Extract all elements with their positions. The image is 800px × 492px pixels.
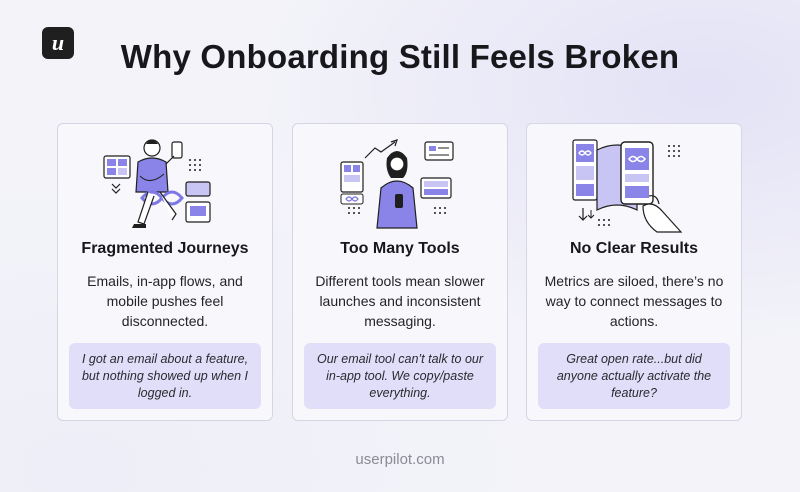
card-title: Fragmented Journeys: [81, 240, 249, 257]
card-description: Emails, in-app flows, and mobile pushes …: [87, 273, 243, 329]
card-title: Too Many Tools: [340, 240, 460, 257]
card-fragmented-journeys: Fragmented Journeys Emails, in-app flows…: [57, 123, 273, 421]
card-no-clear-results: No Clear Results Metrics are siloed, the…: [526, 123, 742, 421]
logo-letter: u: [51, 30, 65, 55]
page-title: Why Onboarding Still Feels Broken: [120, 38, 680, 75]
person-with-phone-and-screens-illustration: [103, 139, 211, 228]
hand-holding-phone-metrics-illustration: [572, 139, 683, 233]
userpilot-logo: u: [42, 27, 74, 59]
card-description: Metrics are siloed, there’s no way to co…: [544, 273, 724, 329]
person-using-many-tools-illustration: [340, 139, 454, 229]
card-quote: Our email tool can’t talk to our in-app …: [304, 343, 496, 409]
card-description: Different tools mean slower launches and…: [315, 273, 485, 329]
card-title: No Clear Results: [569, 240, 699, 257]
card-quote: I got an email about a feature, but noth…: [69, 343, 261, 409]
card-too-many-tools: Too Many Tools Different tools mean slow…: [292, 123, 508, 421]
card-quote: Great open rate...but did anyone actuall…: [538, 343, 730, 409]
footer-url: userpilot.com: [355, 451, 445, 468]
